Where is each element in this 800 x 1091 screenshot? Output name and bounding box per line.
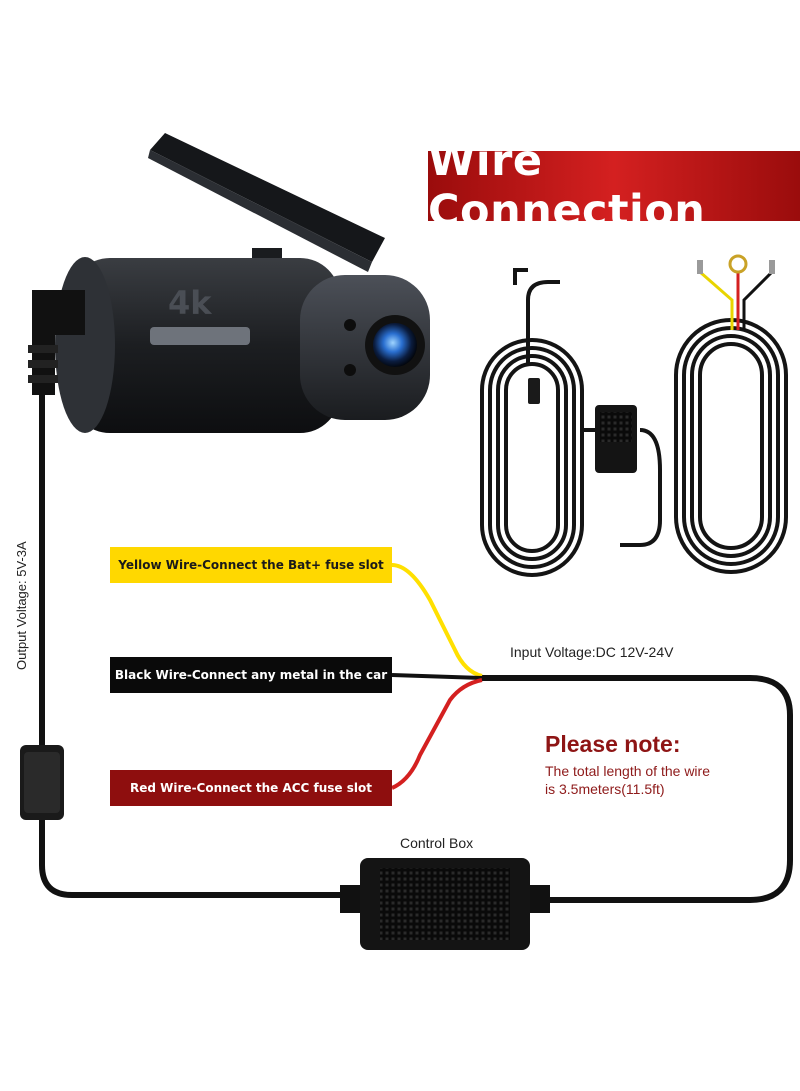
- red-wire-label: Red Wire-Connect the ACC fuse slot: [110, 770, 392, 806]
- output-voltage-label: Output Voltage: 5V-3A: [14, 541, 29, 670]
- yellow-wire: [391, 563, 483, 678]
- yellow-wire-label: Yellow Wire-Connect the Bat+ fuse slot: [110, 547, 392, 583]
- black-wire-label: Black Wire-Connect any metal in the car: [110, 657, 392, 693]
- title-banner: Wire Connection: [428, 136, 800, 236]
- note-body: The total length of the wire is 3.5meter…: [545, 762, 710, 798]
- red-wire: [391, 678, 483, 790]
- input-cable: [480, 675, 793, 903]
- dashcam: [28, 133, 430, 433]
- note-line-2: is 3.5meters(11.5ft): [545, 781, 665, 797]
- control-box: [340, 858, 550, 950]
- control-box-label: Control Box: [400, 835, 474, 851]
- banner-title: Wire Connection: [428, 136, 706, 236]
- note-title: Please note:: [545, 731, 681, 757]
- resolution-badge: 4k: [168, 284, 212, 322]
- mount-plate: [150, 133, 385, 262]
- note-line-1: The total length of the wire: [545, 763, 710, 779]
- camera-body: [70, 258, 340, 433]
- input-voltage-label: Input Voltage:DC 12V-24V: [510, 644, 674, 660]
- fuse-taps: [699, 270, 774, 330]
- output-cable: [39, 395, 340, 898]
- black-wire: [391, 673, 483, 680]
